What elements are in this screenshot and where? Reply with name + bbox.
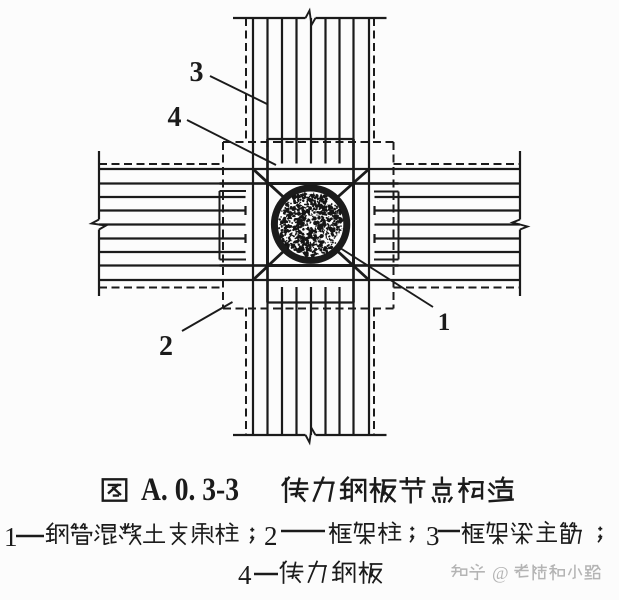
svg-text:1: 1 — [438, 309, 451, 336]
svg-text:3: 3 — [426, 521, 440, 551]
svg-text:4: 4 — [168, 102, 182, 133]
svg-text:A. 0. 3-3: A. 0. 3-3 — [141, 472, 239, 508]
svg-text:2: 2 — [159, 331, 173, 362]
svg-text:1: 1 — [4, 522, 18, 552]
svg-text:2: 2 — [264, 521, 278, 551]
svg-text:4: 4 — [238, 560, 252, 590]
svg-text:3: 3 — [190, 57, 204, 88]
svg-text:@: @ — [492, 563, 509, 583]
